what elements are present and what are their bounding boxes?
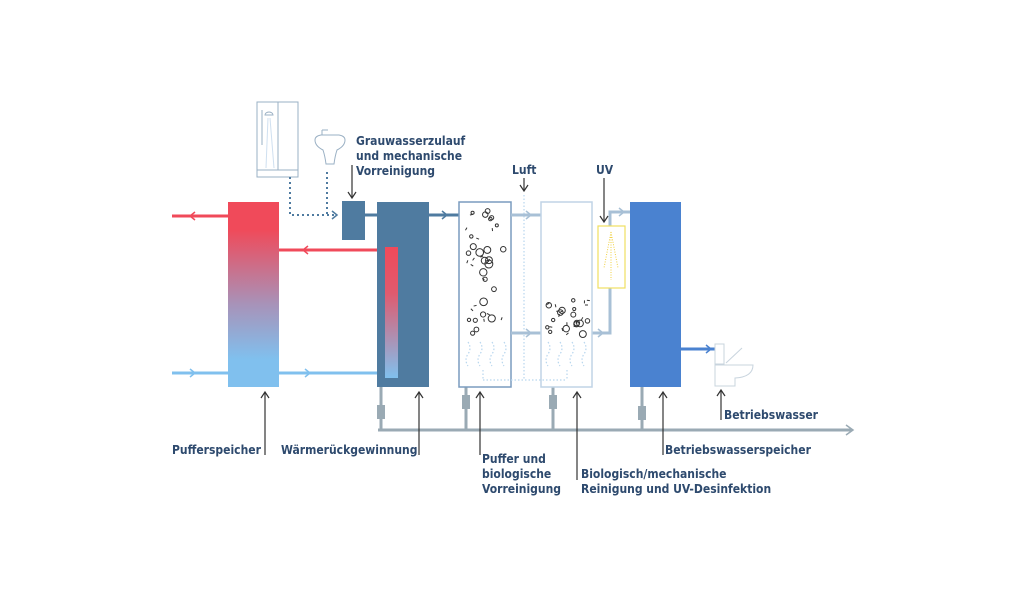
- carrier-media: [545, 298, 591, 339]
- particle: [500, 317, 503, 321]
- particle: [488, 216, 493, 222]
- particle: [571, 298, 576, 303]
- buffer-bio-tank: [458, 201, 512, 388]
- particle: [573, 325, 577, 328]
- label-greywater-inlet-1: Grauwasserzulauf: [356, 134, 466, 148]
- particle: [559, 310, 563, 313]
- particle: [480, 255, 484, 258]
- particle: [473, 326, 480, 333]
- bubbles: [465, 208, 507, 336]
- particle: [584, 318, 591, 324]
- particle: [482, 211, 489, 218]
- hot-water-lines: [172, 211, 390, 255]
- air-bubble-stream: [545, 341, 551, 367]
- particle: [565, 332, 569, 336]
- air-bubble-stream: [501, 341, 507, 367]
- particle: [486, 313, 490, 316]
- heat-exchanger: [385, 247, 398, 378]
- particle: [476, 237, 480, 240]
- service-water-tank: [630, 202, 681, 387]
- particle: [546, 302, 550, 306]
- label-buffer-bio-3: Vorreinigung: [482, 482, 561, 496]
- label-greywater-inlet-2: und mechanische: [356, 149, 462, 163]
- particle: [472, 317, 478, 323]
- particle: [549, 326, 553, 328]
- particle: [481, 277, 485, 281]
- particle: [500, 246, 507, 253]
- particle: [572, 306, 577, 312]
- particle: [469, 243, 477, 251]
- air-bubble-stream: [489, 341, 495, 367]
- particle: [479, 297, 488, 307]
- particle: [562, 324, 570, 333]
- particle: [487, 314, 496, 323]
- cold-water-lines: [172, 368, 390, 378]
- particle: [545, 302, 553, 309]
- particle: [494, 223, 499, 228]
- mechanical-prefilter: [342, 201, 365, 240]
- uv-light-icon: [603, 231, 619, 280]
- bio-mechanical-tank: [540, 201, 593, 388]
- particle: [550, 317, 556, 323]
- particle: [465, 250, 472, 256]
- air-bubble-stream: [477, 341, 483, 367]
- particle: [470, 330, 476, 336]
- particle: [479, 268, 488, 277]
- particle: [578, 330, 587, 339]
- particle: [485, 256, 493, 265]
- greywater-inlet-dotted: [289, 172, 336, 216]
- heat-recovery-tank: [377, 202, 429, 387]
- label-air: Luft: [512, 163, 536, 177]
- particle: [470, 308, 474, 312]
- label-bio-mech-1: Biologisch/mechanische: [581, 467, 727, 481]
- particle: [491, 286, 497, 293]
- particle: [466, 260, 469, 264]
- particle: [470, 210, 475, 215]
- shower-icon: [256, 101, 299, 178]
- label-service-water: Betriebswasser: [724, 408, 819, 422]
- particle: [545, 325, 550, 330]
- particle: [469, 234, 474, 239]
- particle: [548, 329, 553, 335]
- particle: [554, 304, 557, 308]
- label-pointers: [260, 165, 726, 480]
- particle: [480, 256, 489, 265]
- air-line: [482, 195, 568, 381]
- particle: [580, 317, 584, 321]
- particle: [570, 311, 577, 318]
- particle: [483, 246, 492, 254]
- label-uv: UV: [596, 163, 614, 177]
- label-heat-recovery: Wärmerückgewinnung: [281, 443, 417, 457]
- particle: [573, 320, 580, 328]
- label-bio-mech-2: Reinigung und UV-Desinfektion: [581, 482, 771, 496]
- air-bubble-stream: [557, 341, 563, 367]
- air-bubble-stream: [465, 341, 471, 367]
- particle: [466, 317, 472, 323]
- label-greywater-inlet-3: Vorreinigung: [356, 164, 435, 178]
- air-bubble-stream: [569, 341, 575, 367]
- particle: [465, 227, 468, 231]
- air-bubble-stream: [581, 341, 587, 367]
- sink-icon: [314, 129, 346, 165]
- particle: [470, 263, 474, 267]
- aeration: [465, 341, 587, 367]
- particle: [576, 319, 584, 328]
- buffer-storage-tank: [228, 202, 279, 387]
- label-buffer-storage: Pufferspeicher: [172, 443, 262, 457]
- particle: [557, 309, 564, 316]
- label-service-water-storage: Betriebswasserspeicher: [665, 443, 812, 457]
- label-buffer-bio-1: Puffer und: [482, 452, 546, 466]
- particle: [473, 304, 477, 307]
- particle: [480, 311, 487, 318]
- particle: [472, 257, 475, 261]
- particle: [475, 248, 485, 257]
- drain-valves: [377, 395, 646, 420]
- toilet-icon: [714, 343, 754, 387]
- label-buffer-bio-2: biologische: [482, 467, 551, 481]
- particle: [561, 327, 564, 332]
